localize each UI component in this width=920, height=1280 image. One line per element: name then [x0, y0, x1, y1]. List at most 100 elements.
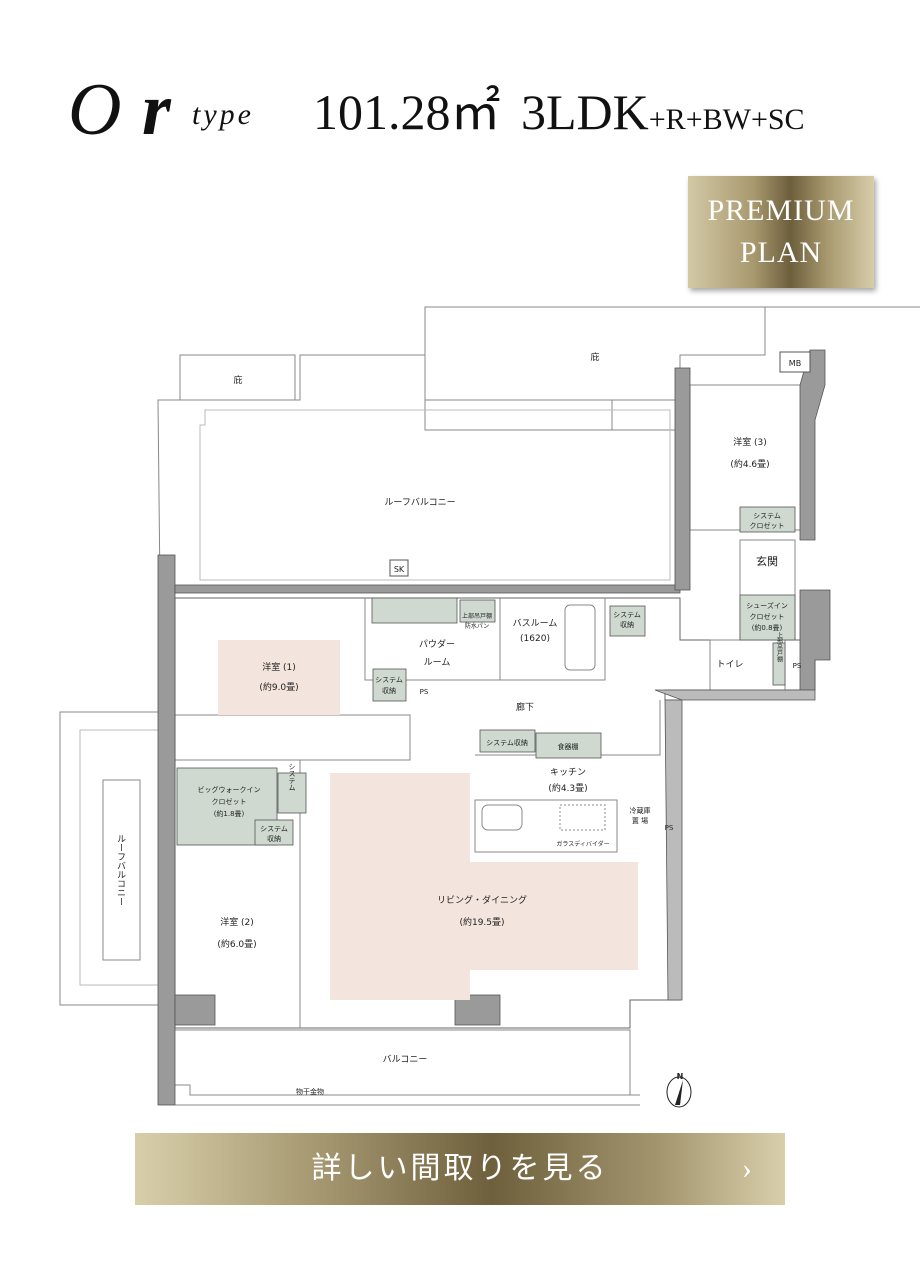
mb-box: [779, 351, 811, 373]
room2-size: (約6.0畳): [217, 938, 256, 950]
room3-name: 洋室 (3): [733, 436, 767, 448]
fridge-label-2: 置 場: [632, 816, 648, 825]
wic-label-1: ビッグウォークイン: [198, 785, 261, 794]
layout-type: 3LDK+R+BW+SC: [521, 82, 805, 150]
shoe-closet: [739, 594, 796, 641]
powder-wall: [364, 598, 501, 681]
cupboard: [535, 732, 602, 759]
right-hatched-wall: [654, 689, 816, 1001]
mb-label: MB: [789, 359, 801, 368]
powder-storage: [372, 668, 407, 702]
toilet-cabinet: [772, 642, 786, 686]
drying-hardware-label: 物干金物: [296, 1087, 324, 1096]
chevron-right-icon: ›: [742, 1152, 755, 1185]
eave-right-outline: [424, 306, 766, 431]
room3-right-wall: [799, 349, 826, 541]
column-bottom: [454, 994, 501, 1026]
eave-left-label: 庇: [233, 374, 242, 386]
powder-label-1: パウダー: [419, 638, 455, 650]
hallway-label: 廊下: [516, 701, 534, 713]
room1-name: 洋室 (1): [262, 661, 296, 673]
shoe-closet-label-2: クロゼット: [750, 612, 785, 621]
room1-floor: [218, 640, 340, 715]
powder-storage-label-2: 収納: [382, 686, 396, 695]
north-compass-icon: N: [666, 1072, 692, 1108]
glass-divider-label: ガラスディバイダー: [556, 840, 609, 848]
bathtub: [564, 604, 596, 671]
shoe-closet-label-1: シューズイン: [746, 601, 788, 610]
hall-storage-right: [609, 605, 646, 637]
ld-size: (約19.5畳): [459, 916, 504, 928]
bath-name: バスルーム: [513, 618, 558, 629]
left-wall: [157, 554, 176, 1106]
type-letter-r: r: [142, 69, 171, 151]
room3-size: (約4.6畳): [730, 458, 769, 470]
ps-label-toilet: PS: [793, 662, 802, 670]
badge-line-2: PLAN: [739, 236, 823, 269]
ps-label-kitchen: PS: [665, 824, 674, 832]
room2-storage: [277, 772, 307, 814]
premium-plan-badge: PREMIUM PLAN: [688, 176, 874, 288]
balcony-label: バルコニー: [383, 1054, 428, 1065]
floor-area: 101.28㎡: [313, 84, 501, 140]
waterproof-pan-label: 防水パン: [465, 622, 489, 630]
hall-storage: [479, 729, 536, 753]
sk-label: SK: [394, 565, 405, 574]
type-word: type: [192, 98, 254, 131]
view-floorplan-detail-button[interactable]: 詳しい間取りを見る ›: [135, 1133, 785, 1205]
powder-storage-label-1: システム: [375, 676, 403, 684]
kitchen-counter: [474, 799, 618, 853]
powder-cabinet: [459, 599, 496, 623]
ps-label-powder: PS: [420, 688, 429, 696]
north-label: N: [677, 1072, 684, 1081]
entrance-label: 玄関: [756, 554, 778, 568]
vanity: [371, 597, 458, 624]
room1-wall: [175, 714, 411, 761]
bath-storage-label-2: 収納: [620, 620, 634, 629]
kitchen-size: (約4.3畳): [548, 782, 587, 794]
living-dining-floor: [330, 773, 638, 1000]
room1-size: (約9.0畳): [259, 681, 298, 693]
layout-main: 3LDK: [521, 84, 649, 140]
bath-storage-label-1: システム: [613, 611, 641, 619]
room2-storage-label: システム: [288, 763, 296, 791]
roof-balcony-outline: [157, 354, 681, 591]
floor-plan: 庇 庇 ルーフバルコニー ルーフバルコニー SK MB 洋室 (3) (約4.6…: [59, 306, 920, 1108]
room3-left-wall: [674, 367, 691, 591]
wic-storage-label-2: 収納: [267, 834, 281, 843]
left-roof-balcony-planter: [102, 779, 141, 961]
ld-name: リビング・ダイニング: [437, 894, 527, 906]
powder-cabinet-label: 上部吊戸棚: [462, 612, 492, 620]
bath-size: (1620): [520, 634, 550, 644]
powder-label-2: ルーム: [424, 657, 451, 668]
sk-box: [389, 559, 409, 577]
cupboard-label: 食器棚: [558, 742, 579, 751]
left-roof-balcony-outline: [59, 711, 161, 1006]
hall-storage-label: システム収納: [486, 738, 528, 747]
cta-label: 詳しい間取りを見る: [311, 1152, 609, 1185]
balcony-outline: [175, 1029, 640, 1106]
layout-extra: +R+BW+SC: [648, 103, 805, 136]
fridge-label-1: 冷蔵庫: [630, 806, 651, 815]
type-letter-o: O: [68, 69, 122, 151]
roof-balcony-label: ルーフバルコニー: [384, 497, 455, 508]
wic-storage: [254, 819, 294, 846]
left-roof-balcony-label: ルーフバルコニー: [115, 834, 126, 906]
kitchen-sink: [481, 804, 523, 831]
wic-storage-label-1: システム: [260, 825, 288, 833]
column-bottom-left: [174, 994, 216, 1026]
badge-line-1: PREMIUM: [707, 194, 855, 227]
cooktop: [559, 804, 606, 831]
room3-closet: [739, 506, 796, 533]
eave-right-label: 庇: [590, 351, 599, 363]
toilet-label: トイレ: [716, 660, 743, 670]
room2-name: 洋室 (2): [220, 916, 254, 928]
bath-wall: [500, 598, 606, 681]
wic-label-2: クロゼット: [212, 797, 247, 806]
kitchen-name: キッチン: [550, 767, 586, 778]
room3-closet-label-1: システム: [753, 512, 781, 520]
roof-balcony-inner: [199, 409, 671, 581]
shoe-closet-label-3: (約0.8畳): [752, 623, 783, 632]
toilet-cabinet-label: 上部吊戸棚: [776, 631, 783, 663]
wic-label-3: (約1.8畳): [214, 809, 245, 818]
